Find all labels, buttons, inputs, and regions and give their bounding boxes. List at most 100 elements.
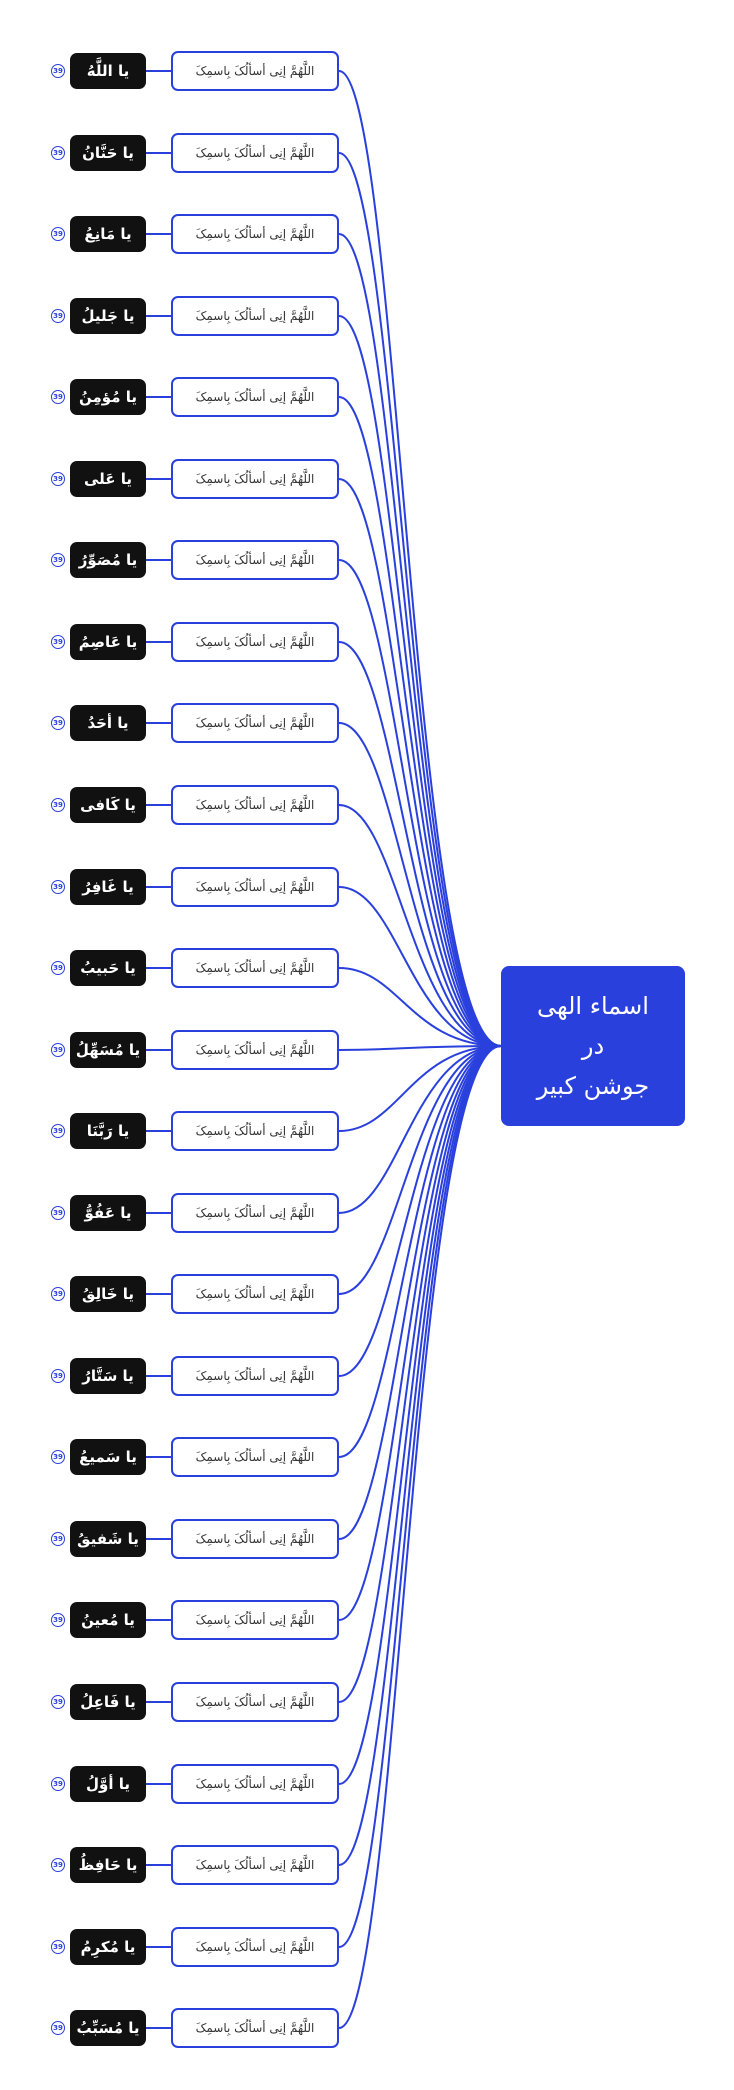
node-link-line <box>146 1946 171 1948</box>
prayer-text-node[interactable]: اللَّهُمَّ إنِی أسألُکَ بِاسمِکَ <box>171 785 339 825</box>
prayer-text-node[interactable]: اللَّهُمَّ إنِی أسألُکَ بِاسمِکَ <box>171 1193 339 1233</box>
prayer-text-node[interactable]: اللَّهُمَّ إنِی أسألُکَ بِاسمِکَ <box>171 1600 339 1640</box>
count-badge-icon[interactable]: 39 <box>51 227 65 241</box>
prayer-text-node[interactable]: اللَّهُمَّ إنِی أسألُکَ بِاسمِکَ <box>171 2008 339 2048</box>
count-badge-icon[interactable]: 39 <box>51 1695 65 1709</box>
prayer-text-node[interactable]: اللَّهُمَّ إنِی أسألُکَ بِاسمِکَ <box>171 1519 339 1559</box>
divine-name-node[interactable]: یا سَمیعُ <box>70 1439 146 1475</box>
node-link-line <box>146 641 171 643</box>
root-topic-node[interactable]: اسماء الهی در جوشن کبیر <box>501 966 685 1126</box>
divine-name-node[interactable]: یا اللَّهُ <box>70 53 146 89</box>
count-badge-icon[interactable]: 39 <box>51 1206 65 1220</box>
divine-name-node[interactable]: یا مُسَبِّبُ <box>70 2010 146 2046</box>
prayer-text-node[interactable]: اللَّهُمَّ إنِی أسألُکَ بِاسمِکَ <box>171 1845 339 1885</box>
prayer-text-node[interactable]: اللَّهُمَّ إنِی أسألُکَ بِاسمِکَ <box>171 1111 339 1151</box>
count-badge-icon[interactable]: 39 <box>51 1777 65 1791</box>
prayer-text-node[interactable]: اللَّهُمَّ إنِی أسألُکَ بِاسمِکَ <box>171 703 339 743</box>
node-link-line <box>146 70 171 72</box>
branch-row: 39 یا جَلیلُ اللَّهُمَّ إنِی أسألُکَ بِاسم… <box>0 294 360 338</box>
count-badge-icon[interactable]: 39 <box>51 880 65 894</box>
count-badge-icon[interactable]: 39 <box>51 1940 65 1954</box>
divine-name-node[interactable]: یا رَبَّنَا <box>70 1113 146 1149</box>
prayer-text-node[interactable]: اللَّهُمَّ إنِی أسألُکَ بِاسمِکَ <box>171 133 339 173</box>
divine-name-node[interactable]: یا جَلیلُ <box>70 298 146 334</box>
node-link-line <box>146 1538 171 1540</box>
branch-row: 39 یا مُسَبِّبُ اللَّهُمَّ إنِی أسألُکَ بِ… <box>0 2006 360 2050</box>
prayer-text-node[interactable]: اللَّهُمَّ إنِی أسألُکَ بِاسمِکَ <box>171 1437 339 1477</box>
node-link-line <box>146 233 171 235</box>
prayer-text-node[interactable]: اللَّهُمَّ إنِی أسألُکَ بِاسمِکَ <box>171 1274 339 1314</box>
divine-name-node[interactable]: یا حَنَّانُ <box>70 135 146 171</box>
branch-connector <box>338 1045 502 1132</box>
branch-row: 39 یا أحَدُ اللَّهُمَّ إنِی أسألُکَ بِاسمِ… <box>0 701 360 745</box>
count-badge-icon[interactable]: 39 <box>51 2021 65 2035</box>
divine-name-node[interactable]: یا حَبیبُ <box>70 950 146 986</box>
count-badge-icon[interactable]: 39 <box>51 798 65 812</box>
prayer-text-node[interactable]: اللَّهُمَّ إنِی أسألُکَ بِاسمِکَ <box>171 1682 339 1722</box>
branch-row: 39 یا حَافِظُ اللَّهُمَّ إنِی أسألُکَ بِاس… <box>0 1843 360 1887</box>
branch-connector <box>338 1045 502 1540</box>
divine-name-node[interactable]: یا مَانِعُ <box>70 216 146 252</box>
count-badge-icon[interactable]: 39 <box>51 1043 65 1057</box>
branch-connector <box>338 1045 502 1703</box>
divine-name-node[interactable]: یا کَافی <box>70 787 146 823</box>
branch-row: 39 یا کَافی اللَّهُمَّ إنِی أسألُکَ بِاسمِ… <box>0 783 360 827</box>
node-link-line <box>146 722 171 724</box>
divine-name-node[interactable]: یا غَافِرُ <box>70 869 146 905</box>
prayer-text-node[interactable]: اللَّهُمَّ إنِی أسألُکَ بِاسمِکَ <box>171 377 339 417</box>
divine-name-node[interactable]: یا حَافِظُ <box>70 1847 146 1883</box>
root-topic-title: اسماء الهی در جوشن کبیر <box>536 992 650 1100</box>
prayer-text-node[interactable]: اللَّهُمَّ إنِی أسألُکَ بِاسمِکَ <box>171 296 339 336</box>
count-badge-icon[interactable]: 39 <box>51 390 65 404</box>
divine-name-node[interactable]: یا شَفیقُ <box>70 1521 146 1557</box>
prayer-text-node[interactable]: اللَّهُمَّ إنِی أسألُکَ بِاسمِکَ <box>171 1764 339 1804</box>
count-badge-icon[interactable]: 39 <box>51 1613 65 1627</box>
branch-row: 39 یا حَبیبُ اللَّهُمَّ إنِی أسألُکَ بِاسم… <box>0 946 360 990</box>
branch-row: 39 یا أوَّلُ اللَّهُمَّ إنِی أسألُکَ بِاسم… <box>0 1762 360 1806</box>
prayer-text-node[interactable]: اللَّهُمَّ إنِی أسألُکَ بِاسمِکَ <box>171 459 339 499</box>
divine-name-node[interactable]: یا مُکرِمُ <box>70 1929 146 1965</box>
count-badge-icon[interactable]: 39 <box>51 472 65 486</box>
branch-row: 39 یا اللَّهُ اللَّهُمَّ إنِی أسألُکَ بِاس… <box>0 49 360 93</box>
divine-name-node[interactable]: یا فَاعِلُ <box>70 1684 146 1720</box>
count-badge-icon[interactable]: 39 <box>51 1532 65 1546</box>
count-badge-icon[interactable]: 39 <box>51 64 65 78</box>
count-badge-icon[interactable]: 39 <box>51 309 65 323</box>
prayer-text-node[interactable]: اللَّهُمَّ إنِی أسألُکَ بِاسمِکَ <box>171 51 339 91</box>
prayer-text-node[interactable]: اللَّهُمَّ إنِی أسألُکَ بِاسمِکَ <box>171 540 339 580</box>
divine-name-node[interactable]: یا أحَدُ <box>70 705 146 741</box>
count-badge-icon[interactable]: 39 <box>51 1124 65 1138</box>
branch-row: 39 یا سَمیعُ اللَّهُمَّ إنِی أسألُکَ بِاسم… <box>0 1435 360 1479</box>
count-badge-icon[interactable]: 39 <box>51 553 65 567</box>
count-badge-icon[interactable]: 39 <box>51 146 65 160</box>
prayer-text-node[interactable]: اللَّهُمَّ إنِی أسألُکَ بِاسمِکَ <box>171 1030 339 1070</box>
divine-name-node[interactable]: یا عَلی <box>70 461 146 497</box>
count-badge-icon[interactable]: 39 <box>51 1369 65 1383</box>
count-badge-icon[interactable]: 39 <box>51 635 65 649</box>
prayer-text-node[interactable]: اللَّهُمَّ إنِی أسألُکَ بِاسمِکَ <box>171 622 339 662</box>
branch-connector <box>338 1045 502 1785</box>
prayer-text-node[interactable]: اللَّهُمَّ إنِی أسألُکَ بِاسمِکَ <box>171 1927 339 1967</box>
prayer-text-node[interactable]: اللَّهُمَّ إنِی أسألُکَ بِاسمِکَ <box>171 1356 339 1396</box>
count-badge-icon[interactable]: 39 <box>51 1858 65 1872</box>
count-badge-icon[interactable]: 39 <box>51 1287 65 1301</box>
prayer-text-node[interactable]: اللَّهُمَّ إنِی أسألُکَ بِاسمِکَ <box>171 948 339 988</box>
prayer-text-node[interactable]: اللَّهُمَّ إنِی أسألُکَ بِاسمِکَ <box>171 214 339 254</box>
divine-name-node[interactable]: یا أوَّلُ <box>70 1766 146 1802</box>
prayer-text-node[interactable]: اللَّهُمَّ إنِی أسألُکَ بِاسمِکَ <box>171 867 339 907</box>
divine-name-node[interactable]: یا مُصَوِّرُ <box>70 542 146 578</box>
divine-name-node[interactable]: یا مُعینُ <box>70 1602 146 1638</box>
divine-name-node[interactable]: یا مُسَهِّلُ <box>70 1032 146 1068</box>
count-badge-icon[interactable]: 39 <box>51 1450 65 1464</box>
count-badge-icon[interactable]: 39 <box>51 716 65 730</box>
divine-name-node[interactable]: یا مُؤمِنُ <box>70 379 146 415</box>
divine-name-node[interactable]: یا سَتَّارُ <box>70 1358 146 1394</box>
divine-name-node[interactable]: یا عَاصِمُ <box>70 624 146 660</box>
count-badge-icon[interactable]: 39 <box>51 961 65 975</box>
branch-row: 39 یا حَنَّانُ اللَّهُمَّ إنِی أسألُکَ بِا… <box>0 131 360 175</box>
divine-name-node[interactable]: یا عَفُوُّ <box>70 1195 146 1231</box>
node-link-line <box>146 478 171 480</box>
branch-row: 39 یا غَافِرُ اللَّهُمَّ إنِی أسألُکَ بِاس… <box>0 865 360 909</box>
divine-name-node[interactable]: یا خَالِقُ <box>70 1276 146 1312</box>
